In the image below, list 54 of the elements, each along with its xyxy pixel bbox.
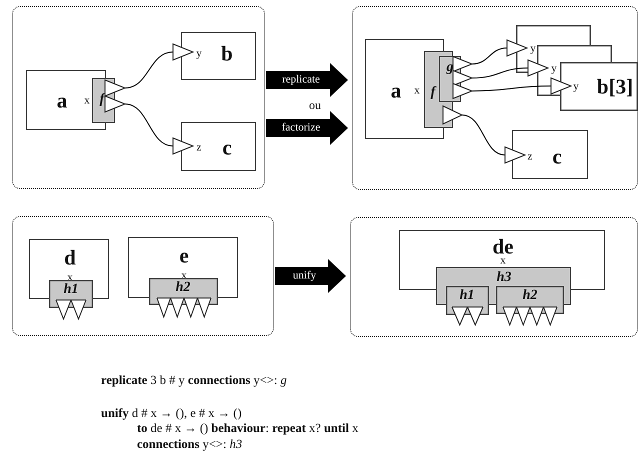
edge-label: unify xyxy=(290,270,318,282)
stacked-components-drawing xyxy=(516,25,638,111)
component-name: b[3] xyxy=(596,76,634,98)
port-group-box xyxy=(496,286,564,325)
component-name: a xyxy=(56,90,68,112)
port-label: x xyxy=(84,96,90,106)
connector-line xyxy=(124,104,194,154)
port-label: x xyxy=(414,86,420,96)
connector-line xyxy=(462,114,526,164)
code-line: connections y<>: h3 xyxy=(137,438,242,450)
port-group-name: f xyxy=(430,86,436,100)
port-label: z xyxy=(196,142,202,154)
code-line: to de # x → () behaviour: repeat x? until x xyxy=(137,422,358,434)
block-arrow xyxy=(266,111,348,145)
panel-frame xyxy=(12,216,274,336)
component-box xyxy=(512,130,588,179)
component-name: c xyxy=(552,146,562,168)
connector-line xyxy=(472,60,548,78)
connector-line xyxy=(472,40,528,64)
port-label: y xyxy=(196,48,202,60)
port-group-name: h1 xyxy=(460,289,474,303)
port-group-box xyxy=(49,280,93,319)
component-name: e xyxy=(179,246,189,266)
component-name: de xyxy=(492,236,514,258)
block-arrow xyxy=(275,259,346,293)
connector-line xyxy=(472,78,572,94)
component-name: c xyxy=(222,138,232,158)
port-group-name: h2 xyxy=(522,289,538,303)
port-group-name: h2 xyxy=(176,281,190,295)
code-line: replicate 3 b # y connections y<>: g xyxy=(101,374,287,386)
block-arrow xyxy=(266,63,348,97)
port-label: y xyxy=(530,44,536,54)
component-name: a xyxy=(390,80,402,102)
port-label: x xyxy=(500,256,506,266)
port-group-name: h1 xyxy=(64,283,78,297)
component-box xyxy=(181,32,256,80)
port-group-box xyxy=(149,278,218,317)
panel-frame xyxy=(350,217,638,337)
component-name: b xyxy=(221,44,233,64)
port-group-name: g xyxy=(446,61,454,75)
port-label: z xyxy=(528,152,532,162)
connector-line xyxy=(124,44,194,88)
edge-label: replicate xyxy=(280,74,322,86)
panel-frame xyxy=(12,6,265,189)
port-group-name: h3 xyxy=(496,271,512,285)
port-group-box xyxy=(446,286,489,325)
connective-text: ou xyxy=(309,99,321,111)
panel-frame xyxy=(352,6,638,190)
port-label: y xyxy=(573,82,579,92)
code-line: unify d # x → (), e # x → () xyxy=(101,407,242,420)
component-name: d xyxy=(64,248,76,268)
component-box xyxy=(181,122,256,171)
port-group-name: f xyxy=(100,93,104,107)
port-label: y xyxy=(551,64,557,74)
